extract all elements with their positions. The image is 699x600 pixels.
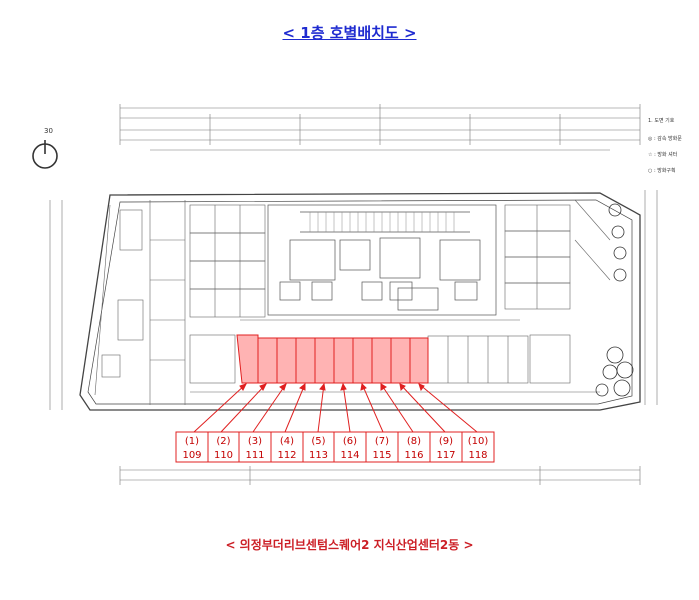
compass-icon: 30 [32, 127, 58, 169]
unit-number: 114 [340, 450, 359, 461]
unit-index: (1) [185, 436, 199, 447]
office-grid-left [189, 204, 266, 384]
legend-item-3: ○ : 방화구획 [648, 167, 676, 174]
unit-number: 111 [245, 450, 264, 461]
unit-number: 117 [436, 450, 455, 461]
legend-item-2: ☆ : 방화 셔터 [648, 151, 677, 158]
office-grid-right [504, 199, 611, 384]
right-wing-circles [595, 203, 634, 397]
building-core [267, 204, 497, 316]
left-wing [94, 200, 186, 405]
unit-block-115 [352, 337, 373, 384]
unit-index: (3) [248, 436, 262, 447]
unit-index: (6) [343, 436, 357, 447]
legend-heading: 1. 도면 기호 [648, 117, 675, 124]
unit-index: (7) [375, 436, 389, 447]
unit-block-113 [314, 337, 335, 384]
unit-index: (9) [439, 436, 453, 447]
stair-hatching [309, 212, 455, 232]
unit-block-114 [333, 337, 354, 384]
highlighted-units [236, 334, 429, 384]
unit-block-110 [257, 337, 278, 384]
unit-index: (5) [311, 436, 325, 447]
unit-number: 110 [214, 450, 233, 461]
unit-block-118 [409, 337, 429, 384]
unit-index: (10) [468, 436, 489, 447]
unit-block-112 [295, 337, 316, 384]
building-caption: < 의정부더리브센텀스퀘어2 지식산업센터2동 > [225, 538, 474, 552]
leader-arrows [193, 382, 478, 433]
building-outline [79, 192, 641, 411]
unit-block-116 [371, 337, 392, 384]
unit-block-111 [276, 337, 297, 384]
legend: 1. 도면 기호 ◎ : 감속 방화문 ☆ : 방화 셔터 ○ : 방화구획 [648, 117, 682, 174]
unit-index: (2) [216, 436, 230, 447]
unit-number: 109 [182, 450, 201, 461]
unit-number: 115 [372, 450, 391, 461]
unit-index: (8) [407, 436, 421, 447]
dimension-lines-sides [49, 190, 658, 410]
page-title: < 1층 호별배치도 > [282, 24, 417, 42]
legend-item-1: ◎ : 감속 방화문 [648, 135, 682, 142]
unit-label-table: (1) 109 (2) 110 (3) 111 (4) 112 (5) 113 … [175, 431, 495, 463]
compass-label: 30 [44, 127, 53, 135]
unit-block-117 [390, 337, 411, 384]
unit-index: (4) [280, 436, 294, 447]
dimension-lines-bottom [119, 466, 641, 485]
unit-number: 112 [277, 450, 296, 461]
unit-number: 113 [309, 450, 328, 461]
unit-number: 118 [468, 450, 487, 461]
dimension-lines-top [119, 104, 641, 151]
unit-number: 116 [404, 450, 423, 461]
unit-block-109 [236, 334, 259, 384]
